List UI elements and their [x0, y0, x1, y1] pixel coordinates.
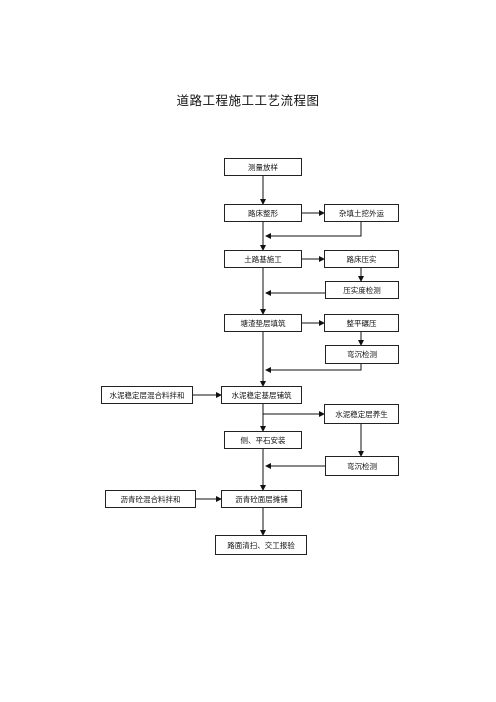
node-acceptance: 路面清扫、交工报验 — [215, 535, 307, 555]
node-waste-soil: 杂填土挖外运 — [324, 204, 399, 222]
node-label: 弯沉检测 — [347, 461, 377, 471]
node-asphalt-mix: 沥青砼混合料拌和 — [105, 490, 196, 508]
node-label: 水泥稳定基层铺筑 — [231, 390, 292, 400]
node-subgrade-shaping: 路床整形 — [224, 204, 302, 222]
node-label: 沥青砼混合料拌和 — [120, 494, 181, 504]
node-label: 塘渣垫层填筑 — [240, 318, 286, 328]
node-label: 土路基施工 — [244, 254, 282, 264]
node-label: 压实度检测 — [343, 285, 381, 295]
node-label: 侧、平石安装 — [240, 435, 286, 445]
node-cement-base: 水泥稳定基层铺筑 — [221, 386, 302, 404]
return-deflection-to-main — [265, 364, 362, 373]
node-survey: 测量放样 — [224, 158, 302, 176]
page-title: 道路工程施工工艺流程图 — [176, 93, 320, 108]
node-leveling-rolling: 整平碾压 — [324, 314, 399, 332]
node-asphalt-paving: 沥青砼面层摊铺 — [221, 490, 302, 508]
node-label: 弯沉检测 — [347, 350, 377, 359]
node-cement-curing: 水泥稳定层养生 — [324, 404, 399, 424]
node-deflection-test-1: 弯沉检测 — [325, 345, 399, 364]
node-label: 路床压实 — [346, 254, 377, 264]
node-label: 测量放样 — [248, 162, 278, 172]
node-earthwork: 土路基施工 — [224, 250, 302, 268]
node-compaction-test: 压实度检测 — [325, 281, 399, 299]
node-curb-install: 侧、平石安装 — [224, 431, 302, 449]
node-label: 杂填土挖外运 — [339, 208, 384, 218]
node-deflection-test-2: 弯沉检测 — [325, 456, 399, 476]
node-label: 水泥稳定层混合料拌和 — [109, 390, 185, 400]
node-cement-mix: 水泥稳定层混合料拌和 — [101, 386, 193, 404]
node-cushion-fill: 塘渣垫层填筑 — [224, 314, 302, 332]
node-label: 沥青砼面层摊铺 — [235, 494, 288, 504]
node-label: 路面清扫、交工报验 — [227, 540, 295, 550]
return-waste-to-main — [265, 222, 362, 239]
node-label: 整平碾压 — [346, 318, 377, 328]
node-subgrade-compaction: 路床压实 — [324, 250, 399, 268]
node-label: 路床整形 — [248, 208, 278, 218]
node-label: 水泥稳定层养生 — [335, 409, 388, 419]
